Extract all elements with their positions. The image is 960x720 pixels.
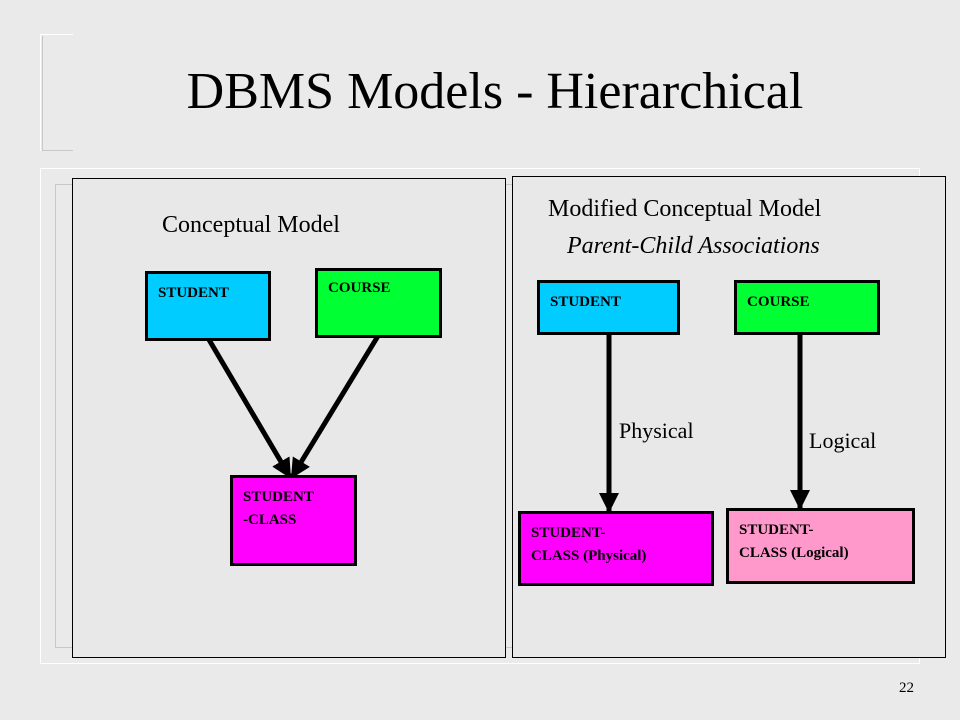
arrow-student-to-student-class (205, 336, 293, 479)
slide-title: DBMS Models - Hierarchical (186, 63, 804, 120)
student-class-node-conceptual: STUDENT -CLASS (230, 475, 357, 566)
student-class-logical-node: STUDENT- CLASS (Logical) (726, 508, 915, 584)
logical-edge-label: Logical (809, 428, 877, 453)
conceptual-model-heading: Conceptual Model (162, 212, 340, 238)
student-node-conceptual: STUDENT (145, 271, 271, 341)
parent-child-subheading: Parent-Child Associations (567, 233, 820, 259)
modified-model-heading: Modified Conceptual Model (548, 196, 822, 222)
course-node-modified: COURSE (734, 280, 880, 335)
arrow-course-to-student-class (289, 334, 381, 479)
student-node-modified: STUDENT (537, 280, 680, 335)
left-panel (72, 178, 506, 658)
student-class-physical-node: STUDENT- CLASS (Physical) (518, 511, 714, 586)
page-number: 22 (899, 680, 914, 696)
decorative-frame-top-shadow (42, 36, 73, 151)
physical-edge-label: Physical (619, 418, 694, 443)
course-node-conceptual: COURSE (315, 268, 442, 338)
decorative-frame-top (40, 34, 73, 151)
